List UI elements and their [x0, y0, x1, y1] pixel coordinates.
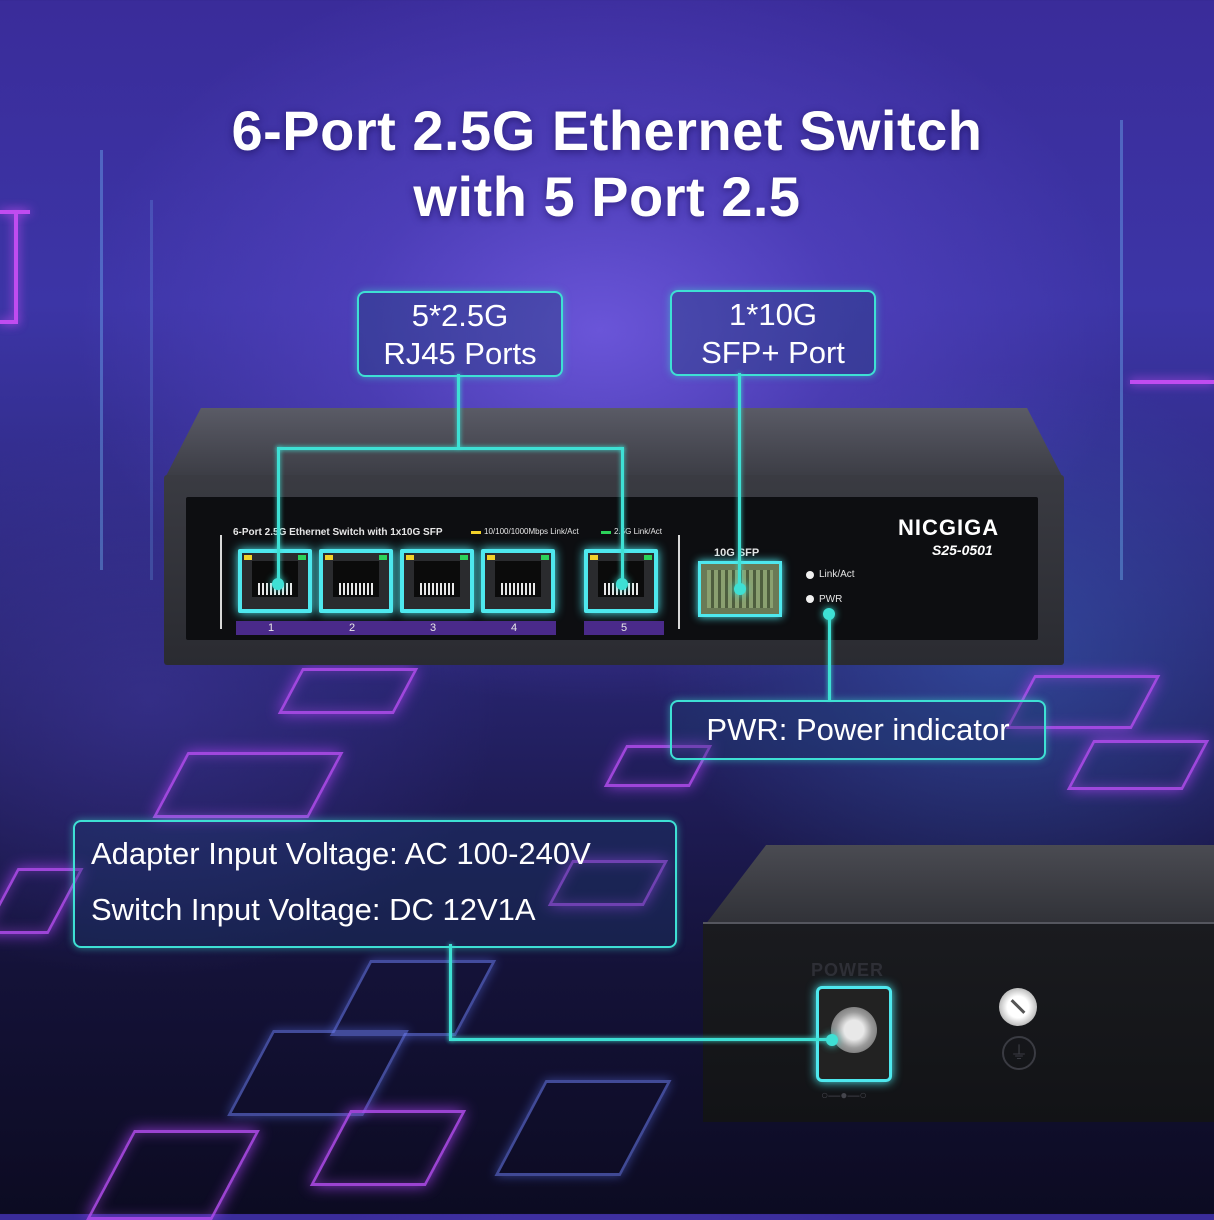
callout-sfp-line1: 1*10G: [729, 297, 817, 332]
port-number-5: 5: [620, 622, 628, 634]
rj45-port-3[interactable]: [400, 549, 474, 613]
power-label: POWER: [811, 960, 885, 980]
floor-tile: [86, 1130, 260, 1220]
connector-dot: [616, 578, 628, 590]
floor-tile: [329, 960, 497, 1036]
neon-bar: [1130, 380, 1214, 384]
connector-line: [457, 374, 460, 448]
building-silhouette: [1120, 120, 1173, 580]
building-silhouette: [110, 200, 153, 580]
connector-dot: [734, 583, 746, 595]
pwr-led: [806, 595, 814, 603]
power-jack-frame: [816, 986, 892, 1082]
legend-green-swatch: [601, 531, 611, 534]
rj45-port-2[interactable]: [319, 549, 393, 613]
led-green: [379, 555, 387, 560]
headline-line1: 6-Port 2.5G Ethernet Switch: [231, 99, 983, 162]
port-label-strip-5: 5: [584, 621, 664, 635]
brand-logo: NICGIGA: [898, 515, 1000, 540]
callout-rj45-line2: RJ45 Ports: [383, 336, 537, 371]
floor-tile: [1066, 740, 1210, 790]
callout-pwr-indicator: PWR: Power indicator: [670, 700, 1046, 760]
port-group-frame: [220, 535, 680, 629]
led-green: [541, 555, 549, 560]
callout-voltage-line1: Adapter Input Voltage: AC 100-240V: [91, 836, 591, 871]
ground-icon: ⏚: [1002, 1036, 1036, 1070]
port-number-1: 1: [268, 622, 275, 634]
dc-polarity-icon: ○—●—○: [821, 1088, 867, 1102]
floor-tile: [309, 1110, 467, 1186]
led-yellow: [325, 555, 333, 560]
screw-slot: [1010, 999, 1026, 1014]
floor-tile: [0, 868, 84, 934]
legend-yellow-label: 10/100/1000Mbps Link/Act: [484, 527, 579, 536]
switch-top-cover: [165, 408, 1063, 478]
port-pins: [501, 583, 535, 595]
headline-line2: with 5 Port 2.5: [413, 165, 801, 228]
power-jack[interactable]: [831, 1007, 877, 1053]
pwr-led-label: PWR: [819, 594, 843, 605]
sfp-label: 10G SFP: [714, 547, 760, 559]
callout-pwr-text: PWR: Power indicator: [706, 712, 1010, 747]
callout-rj45-line1: 5*2.5G: [411, 298, 509, 333]
ground-screw: [999, 988, 1037, 1026]
callout-sfp-port: 1*10G SFP+ Port: [670, 290, 876, 376]
port-number-3: 3: [430, 622, 437, 634]
floor-tile: [227, 1030, 409, 1116]
floor-tile: [152, 752, 344, 818]
led-green: [298, 555, 306, 560]
led-yellow: [487, 555, 495, 560]
legend-green-label: 2.5G Link/Act: [614, 527, 663, 536]
port-number-4: 4: [511, 622, 518, 634]
port-pins: [420, 583, 454, 595]
callout-sfp-line2: SFP+ Port: [701, 335, 845, 370]
connector-line: [449, 944, 452, 1040]
neon-bar: [14, 212, 18, 322]
headline: 6-Port 2.5G Ethernet Switch with 5 Port …: [0, 98, 1214, 230]
rear-unit-top: [705, 845, 1214, 925]
rj45-port-4[interactable]: [481, 549, 555, 613]
connector-line: [828, 612, 831, 700]
port-label-strip-1-4: 1 2 3 4: [236, 621, 556, 635]
connector-line: [449, 1038, 829, 1041]
panel-title: 6-Port 2.5G Ethernet Switch with 1x10G S…: [230, 527, 446, 538]
port-number-2: 2: [349, 622, 356, 634]
legend-yellow-swatch: [471, 531, 481, 534]
connector-line: [277, 447, 624, 450]
link-led-label: Link/Act: [819, 569, 855, 580]
led-yellow: [406, 555, 414, 560]
connector-dot: [826, 1034, 838, 1046]
connector-dot: [272, 578, 284, 590]
led-yellow: [590, 555, 598, 560]
connector-line: [277, 447, 280, 580]
floor-tile: [494, 1080, 672, 1176]
led-green: [644, 555, 652, 560]
connector-dot: [823, 608, 835, 620]
floor-tile: [277, 668, 419, 714]
callout-voltage-line2: Switch Input Voltage: DC 12V1A: [91, 892, 536, 927]
led-green: [460, 555, 468, 560]
connector-line: [621, 447, 624, 580]
switch-front-panel: 6-Port 2.5G Ethernet Switch with 1x10G S…: [186, 497, 1038, 640]
model-number: S25-0501: [932, 542, 993, 558]
callout-input-voltage: Adapter Input Voltage: AC 100-240V Switc…: [73, 820, 677, 948]
neon-bar: [0, 320, 18, 324]
port-pins: [339, 583, 373, 595]
rear-unit-panel: POWER ○—●—○ ⏚: [703, 922, 1214, 1122]
building-silhouette: [40, 150, 103, 570]
callout-rj45-ports: 5*2.5G RJ45 Ports: [357, 291, 563, 377]
connector-line: [738, 373, 741, 585]
link-led: [806, 571, 814, 579]
led-yellow: [244, 555, 252, 560]
